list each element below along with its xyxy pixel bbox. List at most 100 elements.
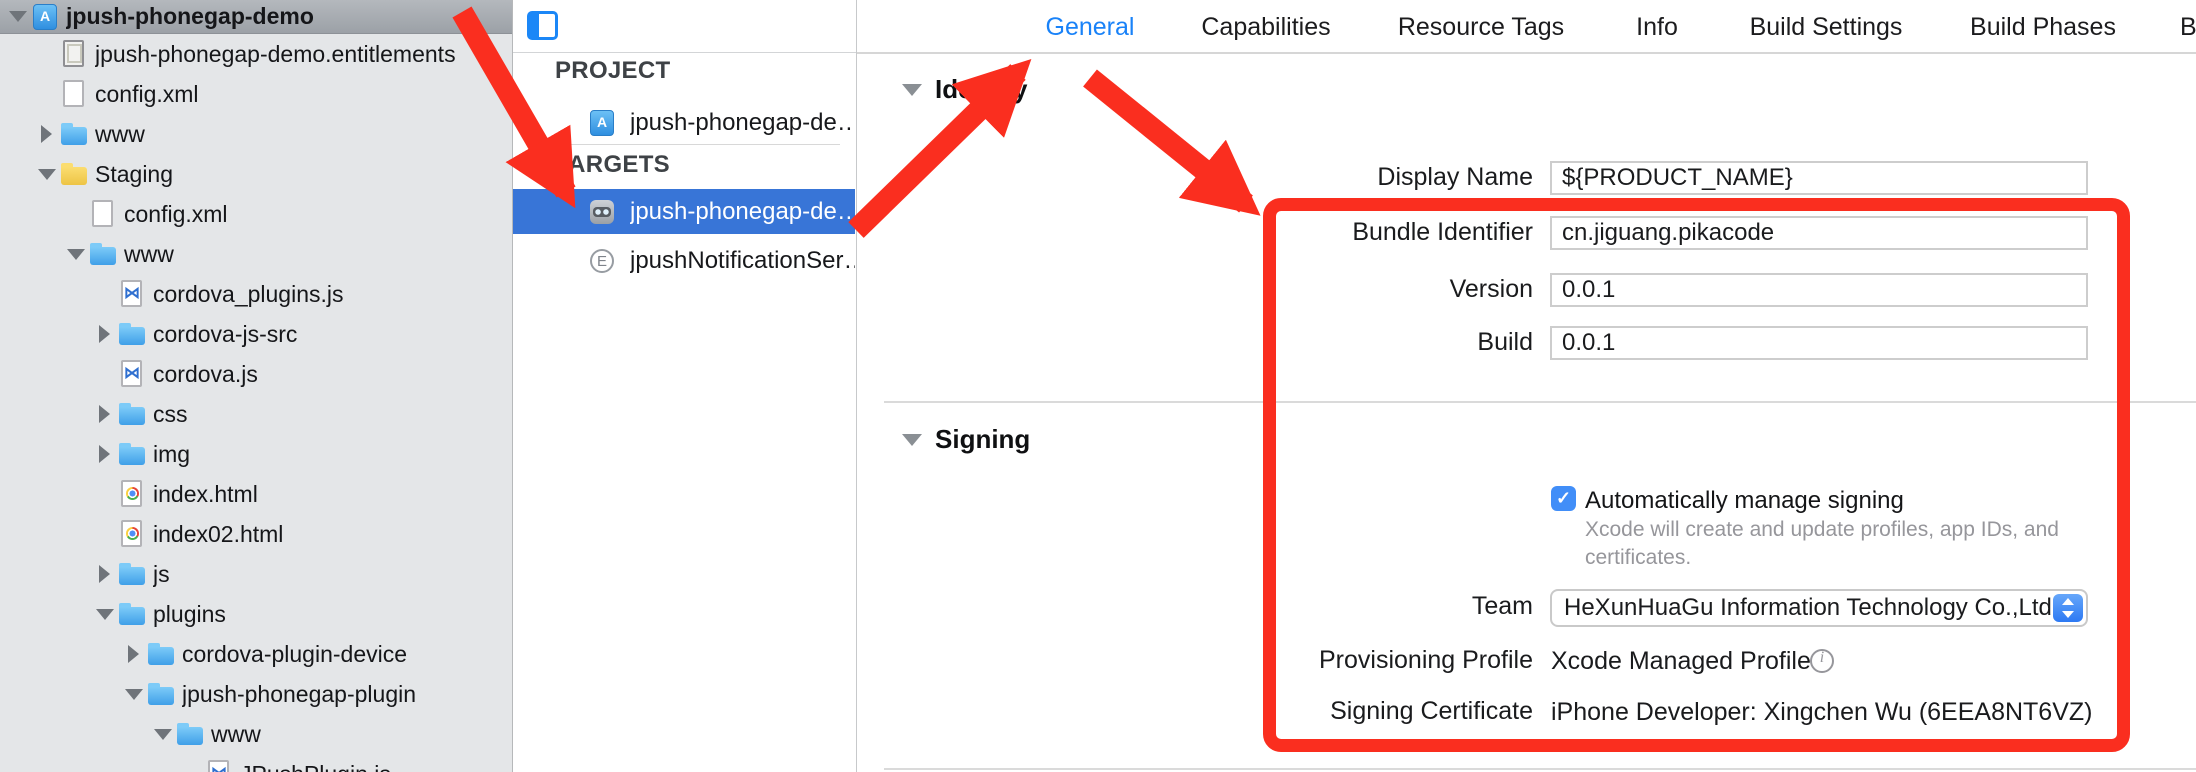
tab-info[interactable]: Info bbox=[1636, 13, 1678, 41]
tree-item-label: config.xml bbox=[95, 80, 199, 107]
signing-certificate-label: Signing Certificate bbox=[1330, 697, 1533, 725]
editor-area: General Capabilities Resource Tags Info Buil… bbox=[857, 0, 2196, 772]
disclosure-spacer bbox=[33, 40, 60, 68]
extension-target-icon bbox=[588, 247, 616, 275]
tree-item-label: css bbox=[153, 400, 188, 427]
disclosure-open-icon[interactable] bbox=[149, 720, 176, 748]
disclosure-closed-icon[interactable] bbox=[33, 120, 60, 148]
folder-blue-icon bbox=[147, 680, 175, 708]
toggle-projects-panel-icon[interactable] bbox=[527, 11, 558, 40]
info-icon[interactable] bbox=[1810, 649, 1834, 673]
disclosure-spacer bbox=[91, 480, 118, 508]
display-name-field[interactable] bbox=[1550, 161, 2088, 195]
tree-row[interactable]: cordova-js-src bbox=[0, 314, 512, 354]
disclosure-closed-icon[interactable] bbox=[120, 640, 147, 668]
tree-row[interactable]: www bbox=[0, 714, 512, 754]
disclosure-spacer bbox=[62, 200, 89, 228]
folder-blue-icon bbox=[60, 120, 88, 148]
team-dropdown[interactable]: HeXunHuaGu Information Technology Co.,Lt… bbox=[1550, 589, 2088, 627]
tree-row[interactable]: index02.html bbox=[0, 514, 512, 554]
tree-row[interactable]: config.xml bbox=[0, 194, 512, 234]
targets-section-label: TARGETS bbox=[555, 151, 670, 178]
disclosure-closed-icon[interactable] bbox=[91, 440, 118, 468]
folder-yellow-icon bbox=[60, 160, 88, 188]
tab-build-phases[interactable]: Build Phases bbox=[1970, 13, 2116, 41]
disclosure-closed-icon[interactable] bbox=[91, 320, 118, 348]
folder-blue-icon bbox=[118, 400, 146, 428]
disclosure-open-icon[interactable] bbox=[120, 680, 147, 708]
folder-blue-icon bbox=[147, 640, 175, 668]
tree-item-label: config.xml bbox=[124, 200, 228, 227]
display-name-label: Display Name bbox=[1377, 163, 1533, 191]
disclosure-closed-icon[interactable] bbox=[91, 400, 118, 428]
tree-row[interactable]: js bbox=[0, 554, 512, 594]
disclosure-open-icon[interactable] bbox=[91, 600, 118, 628]
tree-item-label: www bbox=[95, 120, 145, 147]
bundle-identifier-field[interactable] bbox=[1550, 216, 2088, 250]
disclosure-open-icon[interactable] bbox=[33, 160, 60, 188]
disclosure-closed-icon[interactable] bbox=[91, 560, 118, 588]
editor-tab-bar: General Capabilities Resource Tags Info Buil… bbox=[857, 0, 2196, 54]
project-targets-panel: PROJECT jpush-phonegap-de… TARGETS jpush… bbox=[513, 0, 857, 772]
tree-row[interactable]: www bbox=[0, 234, 512, 274]
tree-row[interactable]: cordova-plugin-device bbox=[0, 634, 512, 674]
section-divider bbox=[884, 401, 2196, 403]
tree-row[interactable]: www bbox=[0, 114, 512, 154]
tree-item-label: cordova-plugin-device bbox=[182, 640, 408, 667]
tab-capabilities[interactable]: Capabilities bbox=[1201, 13, 1331, 41]
target-row-app[interactable]: jpush-phonegap-de… bbox=[513, 189, 855, 234]
tree-item-label: cordova-js-src bbox=[153, 320, 298, 347]
project-section-label: PROJECT bbox=[555, 57, 671, 84]
tree-row[interactable]: cordova.js bbox=[0, 354, 512, 394]
tree-item-label: js bbox=[153, 560, 170, 587]
tab-resource-tags[interactable]: Resource Tags bbox=[1397, 13, 1565, 41]
tab-b[interactable]: B bbox=[2180, 13, 2196, 41]
tree-row[interactable]: css bbox=[0, 394, 512, 434]
signing-disclosure-icon[interactable] bbox=[902, 434, 922, 446]
tree-item-label: index.html bbox=[153, 480, 258, 507]
html-icon bbox=[118, 520, 146, 548]
dropdown-stepper-icon[interactable] bbox=[2053, 594, 2083, 622]
identity-disclosure-icon[interactable] bbox=[902, 84, 922, 96]
panel-header bbox=[513, 0, 856, 53]
js-icon bbox=[118, 360, 146, 388]
tree-item-label: JPushPlugin.js bbox=[240, 761, 391, 772]
disclosure-open-icon[interactable] bbox=[4, 3, 31, 31]
tree-item-label: jpush-phonegap-plugin bbox=[182, 680, 417, 707]
tree-row[interactable]: jpush-phonegap-demo.entitlements bbox=[0, 34, 512, 74]
disclosure-open-icon[interactable] bbox=[62, 240, 89, 268]
folder-blue-icon bbox=[118, 560, 146, 588]
tab-general[interactable]: General bbox=[1045, 13, 1135, 41]
target-row-extension[interactable]: jpushNotificationSer… bbox=[513, 240, 855, 282]
project-row[interactable]: jpush-phonegap-de… bbox=[513, 102, 855, 144]
tree-row[interactable]: index.html bbox=[0, 474, 512, 514]
js-icon bbox=[205, 760, 233, 772]
tree-row[interactable]: cordova_plugins.js bbox=[0, 274, 512, 314]
tree-row[interactable]: plugins bbox=[0, 594, 512, 634]
project-row-label: jpush-phonegap-de… bbox=[630, 109, 855, 136]
cordova-app-target-icon bbox=[588, 198, 616, 226]
folder-blue-icon bbox=[118, 600, 146, 628]
target-row-label: jpushNotificationSer… bbox=[630, 247, 855, 274]
file-icon bbox=[60, 80, 88, 108]
tree-row[interactable]: img bbox=[0, 434, 512, 474]
project-icon bbox=[31, 3, 59, 31]
team-label: Team bbox=[1471, 592, 1533, 620]
folder-blue-icon bbox=[118, 320, 146, 348]
tree-row[interactable]: Staging bbox=[0, 154, 512, 194]
tree-row[interactable]: JPushPlugin.js bbox=[0, 754, 512, 772]
tree-row[interactable]: jpush-phonegap-plugin bbox=[0, 674, 512, 714]
build-field[interactable] bbox=[1550, 326, 2088, 360]
tree-item-label: Staging bbox=[95, 160, 174, 187]
tab-build-settings[interactable]: Build Settings bbox=[1749, 13, 1903, 41]
tree-item-label: www bbox=[124, 240, 174, 267]
disclosure-spacer bbox=[91, 280, 118, 308]
tree-row[interactable]: config.xml bbox=[0, 74, 512, 114]
signing-certificate-value: iPhone Developer: Xingchen Wu (6EEA8NT6V… bbox=[1551, 698, 2093, 726]
disclosure-spacer bbox=[91, 520, 118, 548]
version-field[interactable] bbox=[1550, 273, 2088, 307]
tree-item-label: cordova_plugins.js bbox=[153, 280, 344, 307]
tree-row-selected[interactable]: jpush-phonegap-demo bbox=[0, 0, 512, 34]
tree-item-label: index02.html bbox=[153, 520, 284, 547]
auto-manage-signing-checkbox[interactable] bbox=[1551, 486, 1576, 511]
